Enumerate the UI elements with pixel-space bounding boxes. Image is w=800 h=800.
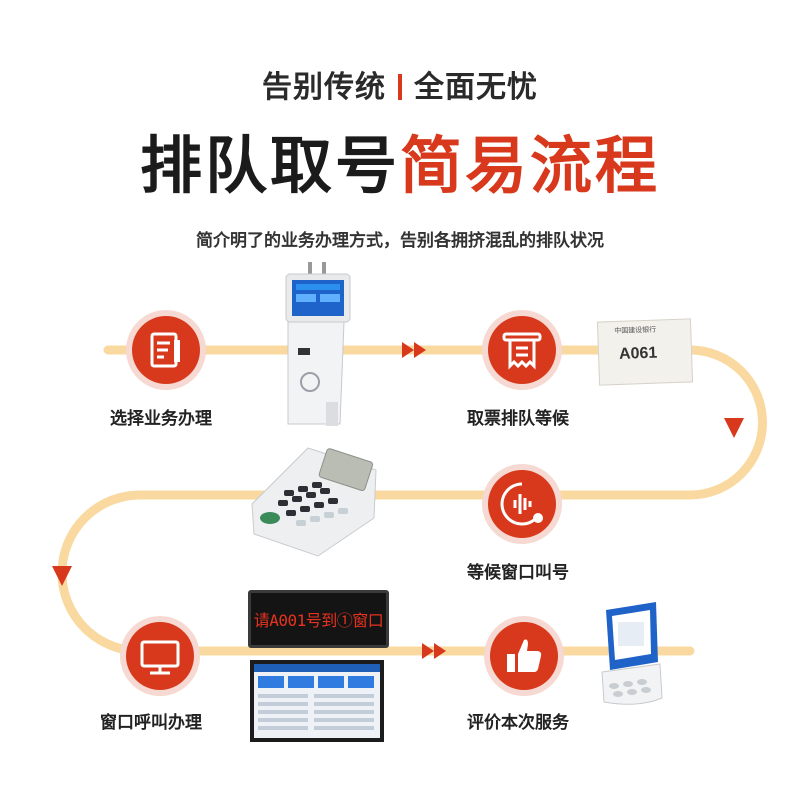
step-label-3: 等候窗口叫号: [467, 563, 569, 583]
step-circle-4: [126, 622, 194, 690]
voice-call-icon: [500, 482, 543, 526]
ticket-bank: 中国建设银行: [614, 325, 657, 336]
step-circle-5: [490, 622, 558, 690]
receipt-ticket-icon: [502, 332, 542, 370]
tagline-left: 告别传统: [262, 70, 386, 105]
tagline-right: 全面无忧: [414, 70, 538, 105]
step-label-4: 窗口呼叫办理: [100, 713, 202, 733]
ticket-number: A061: [618, 344, 658, 363]
window-screen-image: [250, 660, 384, 742]
page-subtitle: 简介明了的业务办理方式，告别各拥挤混乱的排队状况: [196, 231, 604, 251]
down-arrow-icon: [52, 566, 72, 586]
title-red: 简易流程: [400, 129, 661, 202]
caller-keypad-image: [251, 447, 377, 557]
led-call-display: 请A001号到①窗口: [248, 590, 389, 648]
tagline: 告别传统全面无忧: [0, 62, 800, 106]
evaluation-device-image: [601, 602, 663, 705]
led-display-text: 请A001号到①窗口: [253, 611, 384, 630]
queue-ticket: 中国建设银行 A061: [596, 318, 694, 386]
page-title: 排队取号简易流程: [0, 128, 800, 204]
queue-kiosk-image: [285, 262, 351, 426]
step-label-1: 选择业务办理: [110, 409, 212, 429]
step-circle-3: [488, 470, 556, 538]
thumbs-up-icon: [507, 639, 542, 672]
tagline-divider: [398, 74, 402, 100]
double-arrow-icon: [422, 643, 446, 659]
step-label-5: 评价本次服务: [467, 713, 569, 733]
monitor-icon: [140, 640, 180, 675]
step-circle-1: [132, 316, 200, 384]
title-dark: 排队取号: [139, 129, 400, 202]
down-arrow-icon: [724, 418, 744, 438]
step-circle-2: [488, 316, 556, 384]
step-label-2: 取票排队等候: [467, 409, 569, 429]
form-edit-icon: [150, 332, 180, 368]
double-arrow-icon: [402, 342, 426, 358]
